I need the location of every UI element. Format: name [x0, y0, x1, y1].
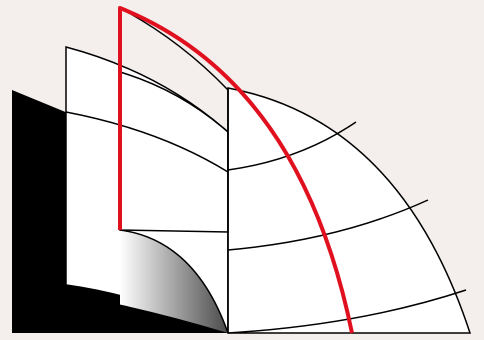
bottom-base-strip [0, 333, 484, 340]
quarter-sphere-outline [228, 88, 470, 333]
